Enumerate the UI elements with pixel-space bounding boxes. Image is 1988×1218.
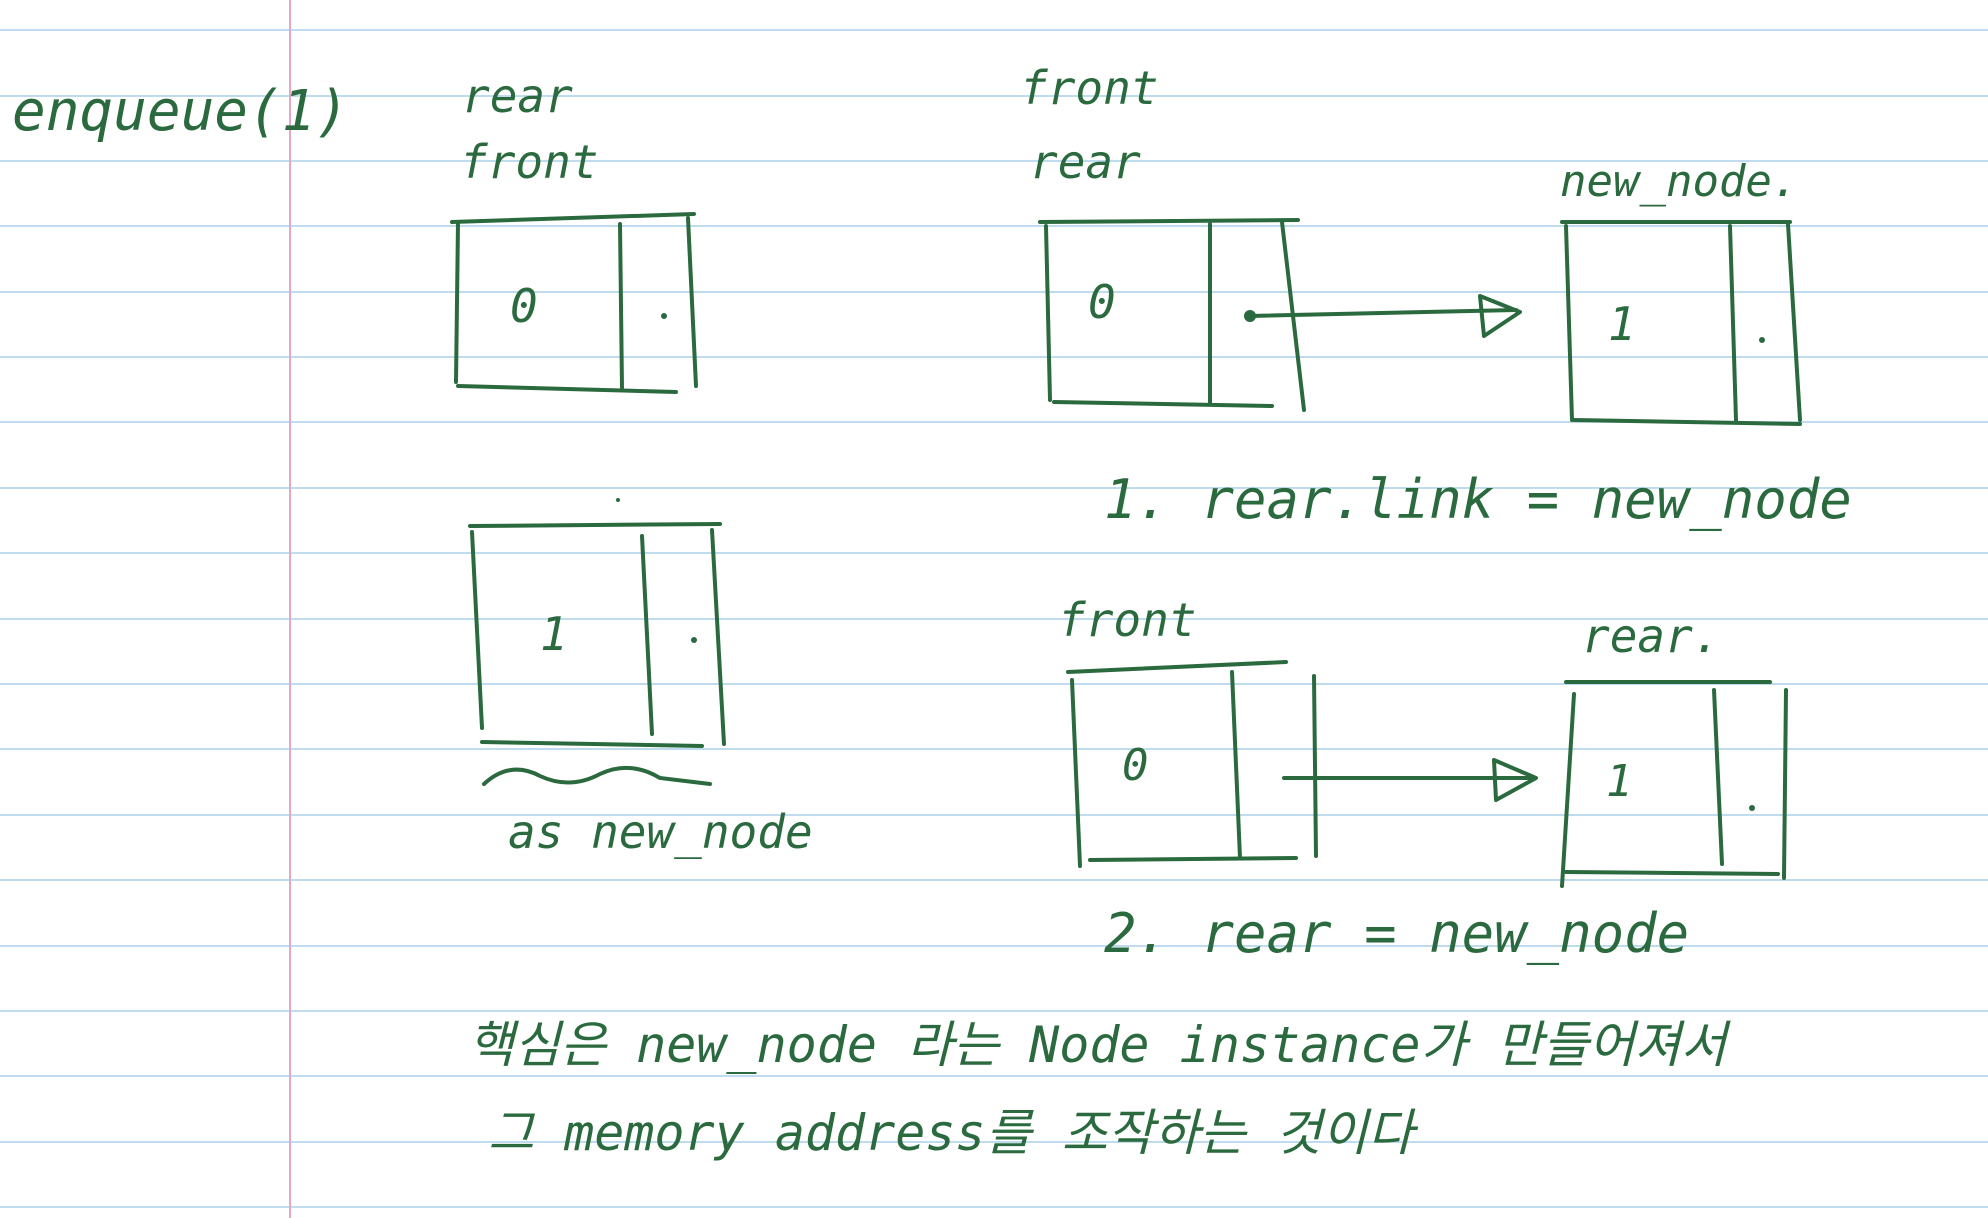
new-node-box (468, 522, 726, 786)
initial-front-label: front (460, 135, 598, 189)
step2-node-b-link-dot (1749, 805, 1755, 811)
note-line-1: 핵심은 new_node 라는 Node instance가 만들어져서 (468, 1016, 1732, 1074)
step2-rear-label: rear. (1582, 609, 1720, 663)
step1-node-b (1560, 220, 1802, 426)
initial-rear-label: rear (462, 69, 573, 123)
new-node-box-dot-top (616, 498, 620, 502)
step2-node-a (1066, 660, 1318, 868)
step1-caption: 1. rear.link = new_node (1104, 468, 1852, 531)
step1-front-label: front (1020, 61, 1158, 115)
step1-node-b-value: 1 (1608, 297, 1636, 351)
step2-node-b (1560, 680, 1788, 888)
ruled-lines (0, 29, 1988, 1208)
step2-node-b-value: 1 (1606, 756, 1633, 807)
initial-node (450, 212, 698, 394)
title-label: enqueue(1) (12, 79, 349, 144)
step1-rear-label: rear (1030, 135, 1141, 189)
step2-node-a-value: 0 (1122, 740, 1149, 791)
new-node-box-value: 1 (540, 607, 568, 661)
step1-arrow (1248, 294, 1522, 338)
note-line-2: 그 memory address를 조작하는 것이다 (488, 1104, 1419, 1162)
step1-node-b-link-dot (1759, 337, 1765, 343)
step1-new-node-label: new_node. (1560, 156, 1798, 207)
step2-caption: 2. rear = new_node (1104, 902, 1689, 965)
step1-node-a (1038, 218, 1306, 412)
step1-node-a-value: 0 (1088, 275, 1116, 329)
initial-node-link-dot (661, 313, 667, 319)
new-node-caption: as new_node (508, 805, 813, 859)
new-node-box-link-dot (691, 637, 697, 643)
step2-arrow (1282, 758, 1538, 802)
step2-front-label: front (1058, 593, 1196, 647)
initial-node-value: 0 (510, 279, 538, 333)
step1-link-dot (1244, 310, 1256, 322)
